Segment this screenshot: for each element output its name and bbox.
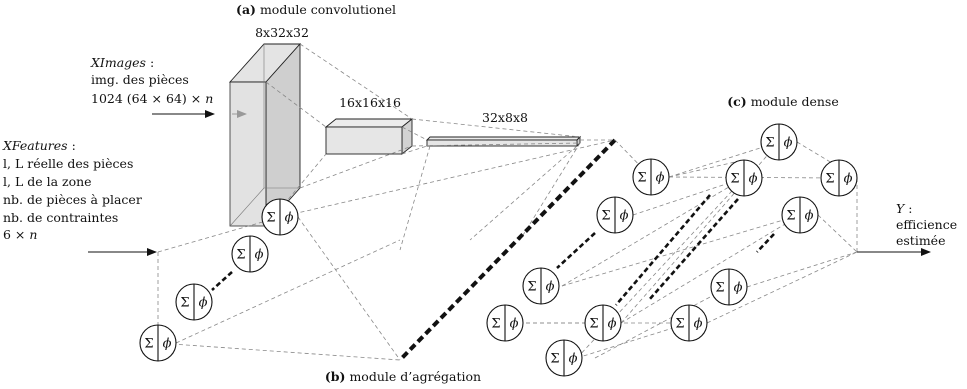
neuron-dense-1e: Σ ϕ [545, 339, 583, 377]
neuron-dense-3b: Σ ϕ [820, 159, 858, 197]
dense-links [505, 139, 858, 359]
dense-hidden-dots [556, 194, 775, 306]
svg-text:l, L de la zone: l, L de la zone [3, 174, 92, 189]
svg-text:estimée: estimée [896, 233, 945, 248]
svg-text:Σ: Σ [675, 317, 684, 332]
svg-text:XImages :: XImages : [90, 55, 154, 70]
aggregation-line [398, 138, 617, 362]
svg-text:nb. de pièces à placer: nb. de pièces à placer [3, 192, 142, 207]
neuron-dense-1b: Σ ϕ [596, 196, 634, 234]
neuron-dense-2a: Σ ϕ [725, 159, 763, 197]
svg-text:ϕ: ϕ [734, 281, 743, 296]
neuron-dense-1a: Σ ϕ [632, 158, 670, 196]
svg-text:Σ: Σ [527, 280, 536, 295]
conv-block-1 [228, 42, 302, 228]
svg-text:Σ: Σ [180, 296, 189, 311]
svg-text:ϕ: ϕ [608, 317, 617, 332]
svg-text:Y :: Y : [896, 201, 912, 216]
aggregation-module-title: (b) module d’agrégation [325, 369, 481, 384]
svg-text:ϕ: ϕ [546, 280, 555, 295]
svg-text:XFeatures :: XFeatures : [2, 138, 76, 153]
neuron-dense-3a: Σ ϕ [760, 123, 798, 161]
neuron-dense-2b: Σ ϕ [584, 304, 622, 342]
svg-text:Σ: Σ [825, 172, 834, 187]
neuron-dense-1c: Σ ϕ [522, 267, 560, 305]
svg-text:nb. de contraintes: nb. de contraintes [3, 210, 118, 225]
svg-text:l, L réelle des pièces: l, L réelle des pièces [3, 156, 133, 171]
conv-block-2 [324, 118, 414, 155]
neuron-features-1: Σ ϕ [261, 198, 299, 236]
svg-text:ϕ: ϕ [620, 209, 629, 224]
block1-shape: 8x32x32 [255, 25, 309, 40]
neuron-features-2: Σ ϕ [231, 235, 269, 273]
svg-text:ϕ: ϕ [285, 211, 294, 226]
neuron-dense-3c: Σ ϕ [781, 196, 819, 234]
output-label: Y : efficience estimée [896, 201, 957, 248]
neuron-dense-3e: Σ ϕ [670, 304, 708, 342]
svg-text:ϕ: ϕ [844, 172, 853, 187]
svg-text:ϕ: ϕ [255, 248, 264, 263]
svg-text:Σ: Σ [550, 352, 559, 367]
svg-text:Σ: Σ [715, 281, 724, 296]
svg-text:Σ: Σ [491, 317, 500, 332]
svg-text:Σ: Σ [730, 172, 739, 187]
svg-text:ϕ: ϕ [199, 296, 208, 311]
conv-projection-lines [265, 43, 615, 251]
ximages-label: XImages : img. des pièces 1024 (64 × 64)… [90, 55, 213, 106]
features-mlp-links [157, 139, 616, 361]
svg-text:1024 (64 × 64) × n: 1024 (64 × 64) × n [91, 91, 213, 106]
svg-text:ϕ: ϕ [656, 171, 665, 186]
svg-text:Σ: Σ [765, 136, 774, 151]
svg-text:Σ: Σ [236, 248, 245, 263]
svg-text:ϕ: ϕ [694, 317, 703, 332]
dense-module-title: (c) module dense [727, 94, 839, 109]
svg-text:ϕ: ϕ [784, 136, 793, 151]
svg-text:ϕ: ϕ [163, 337, 172, 352]
svg-text:Σ: Σ [601, 209, 610, 224]
features-hidden-dots [211, 271, 233, 291]
neuron-features-3: Σ ϕ [175, 283, 213, 321]
svg-text:6 × n: 6 × n [3, 227, 37, 242]
block2-shape: 16x16x16 [339, 95, 401, 110]
svg-text:Σ: Σ [786, 209, 795, 224]
neuron-features-4: Σ ϕ [139, 324, 177, 362]
svg-text:Σ: Σ [144, 337, 153, 352]
svg-text:ϕ: ϕ [569, 352, 578, 367]
svg-text:ϕ: ϕ [749, 172, 758, 187]
svg-text:efficience: efficience [896, 217, 957, 232]
block3-shape: 32x8x8 [482, 110, 528, 125]
svg-text:Σ: Σ [637, 171, 646, 186]
conv-module-title: (a) module convolutionel [236, 2, 396, 17]
svg-text:ϕ: ϕ [805, 209, 814, 224]
neuron-dense-1d: Σ ϕ [486, 304, 524, 342]
xfeatures-label: XFeatures : l, L réelle des pièces l, L … [2, 138, 142, 242]
neuron-dense-3d: Σ ϕ [710, 268, 748, 306]
svg-text:img. des pièces: img. des pièces [91, 72, 189, 87]
svg-text:Σ: Σ [589, 317, 598, 332]
svg-text:Σ: Σ [266, 211, 275, 226]
svg-text:ϕ: ϕ [510, 317, 519, 332]
